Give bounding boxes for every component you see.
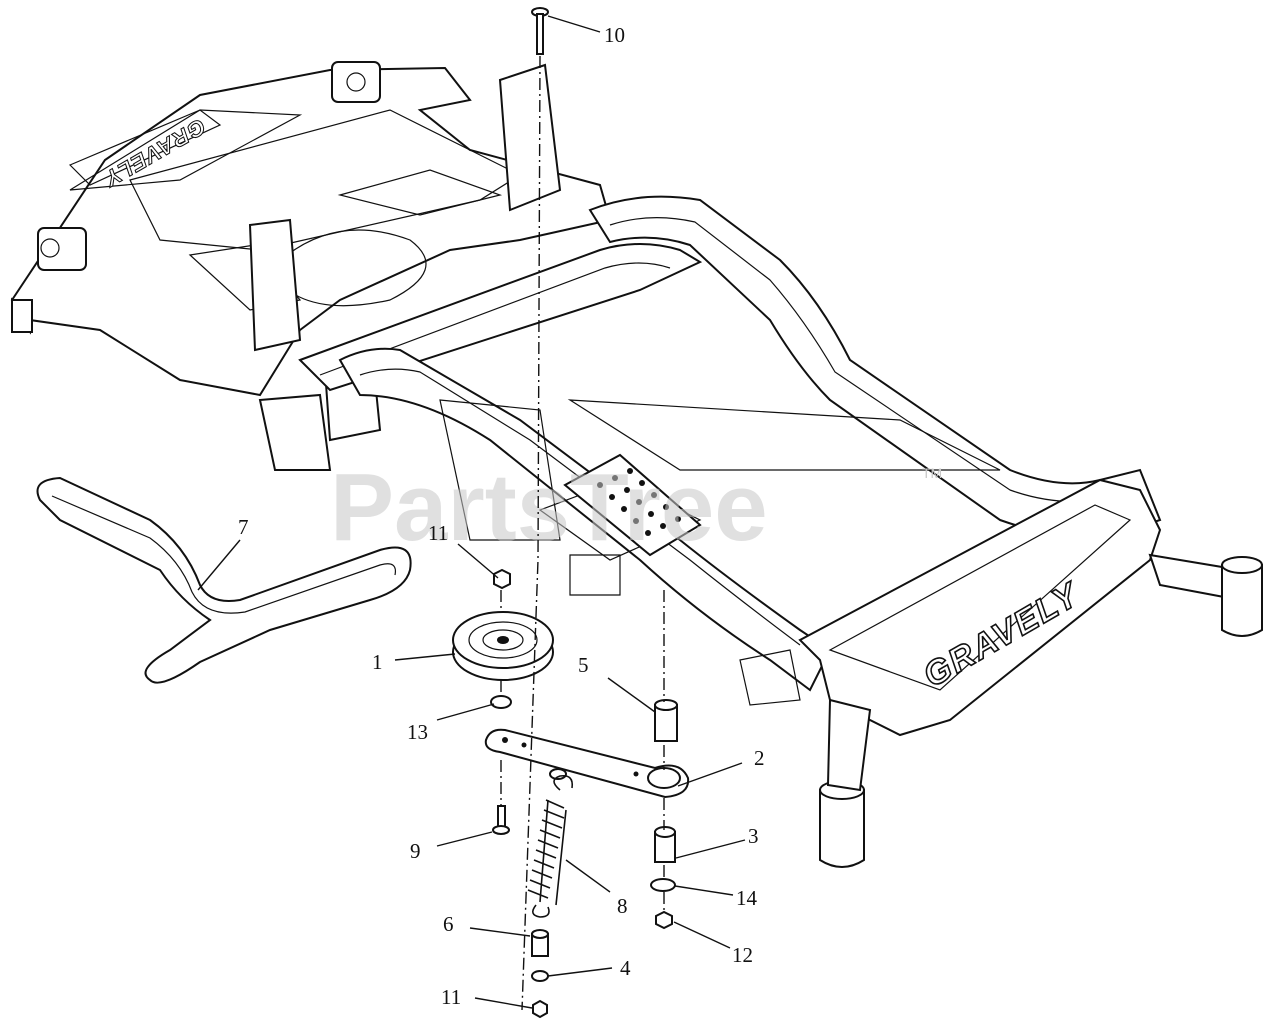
callout-5: 5 <box>578 653 589 677</box>
callout-11-bottom: 11 <box>441 985 461 1009</box>
watermark-text: PartsTree <box>330 454 768 561</box>
nut-top <box>493 568 511 590</box>
callout-11-top: 11 <box>428 521 448 545</box>
callout-8: 8 <box>617 894 628 918</box>
watermark-trademark: TM <box>922 465 942 481</box>
washer-4 <box>531 970 549 982</box>
spacer-5 <box>654 699 678 742</box>
bolt-9 <box>492 805 510 835</box>
callout-6: 6 <box>443 912 454 936</box>
washer-13 <box>490 695 512 709</box>
callout-1: 1 <box>372 650 383 674</box>
washer-14 <box>650 878 676 892</box>
spacer-3 <box>654 826 676 863</box>
spacer-6 <box>531 929 549 957</box>
idler-pulley <box>452 611 554 681</box>
nut-bottom <box>532 999 548 1019</box>
callout-14: 14 <box>736 886 758 910</box>
callout-10: 10 <box>604 23 625 47</box>
callout-9: 9 <box>410 839 421 863</box>
callout-12: 12 <box>732 943 753 967</box>
idler-arm <box>484 728 690 799</box>
callout-2: 2 <box>754 746 765 770</box>
extension-spring <box>527 774 574 918</box>
callout-13: 13 <box>407 720 428 744</box>
nut-12 <box>655 910 673 930</box>
callout-7: 7 <box>238 515 249 539</box>
foot-pad-holes <box>597 468 681 536</box>
callout-3: 3 <box>748 824 759 848</box>
leader-lines <box>197 15 746 1009</box>
bolt-10 <box>531 7 549 55</box>
callout-4: 4 <box>620 956 631 980</box>
